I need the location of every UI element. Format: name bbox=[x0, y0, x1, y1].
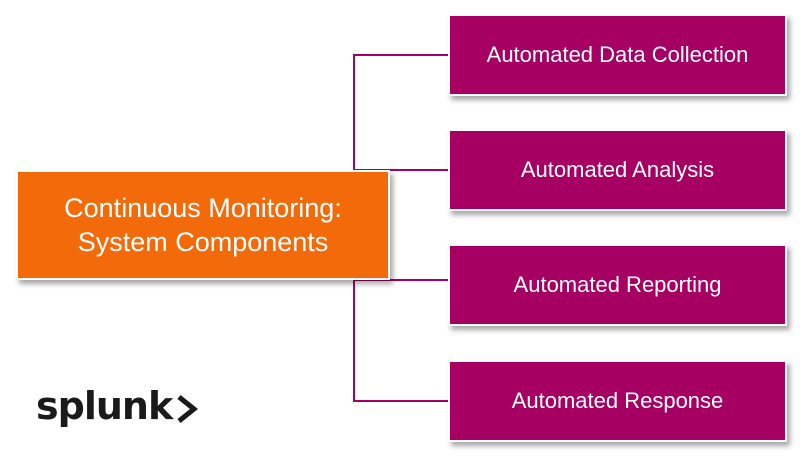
central-topic-line2: System Components bbox=[77, 227, 329, 257]
logo-text: splunk bbox=[36, 384, 173, 428]
central-topic-line1: Continuous Monitoring: bbox=[64, 193, 342, 223]
branch-box-reporting: Automated Reporting bbox=[448, 244, 787, 326]
branch-label: Automated Response bbox=[511, 388, 724, 413]
connector-top bbox=[353, 54, 448, 171]
connector-bottom bbox=[353, 279, 448, 402]
branch-label: Automated Analysis bbox=[520, 157, 715, 182]
branch-box-data-collection: Automated Data Collection bbox=[448, 14, 787, 96]
central-topic-box: Continuous Monitoring: System Components bbox=[16, 170, 390, 280]
branch-box-response: Automated Response bbox=[448, 360, 787, 442]
branch-label: Automated Reporting bbox=[513, 272, 722, 297]
branch-box-analysis: Automated Analysis bbox=[448, 129, 787, 211]
branch-label: Automated Data Collection bbox=[486, 42, 749, 67]
splunk-logo: splunk bbox=[36, 383, 199, 429]
chevron-right-icon bbox=[177, 395, 199, 423]
